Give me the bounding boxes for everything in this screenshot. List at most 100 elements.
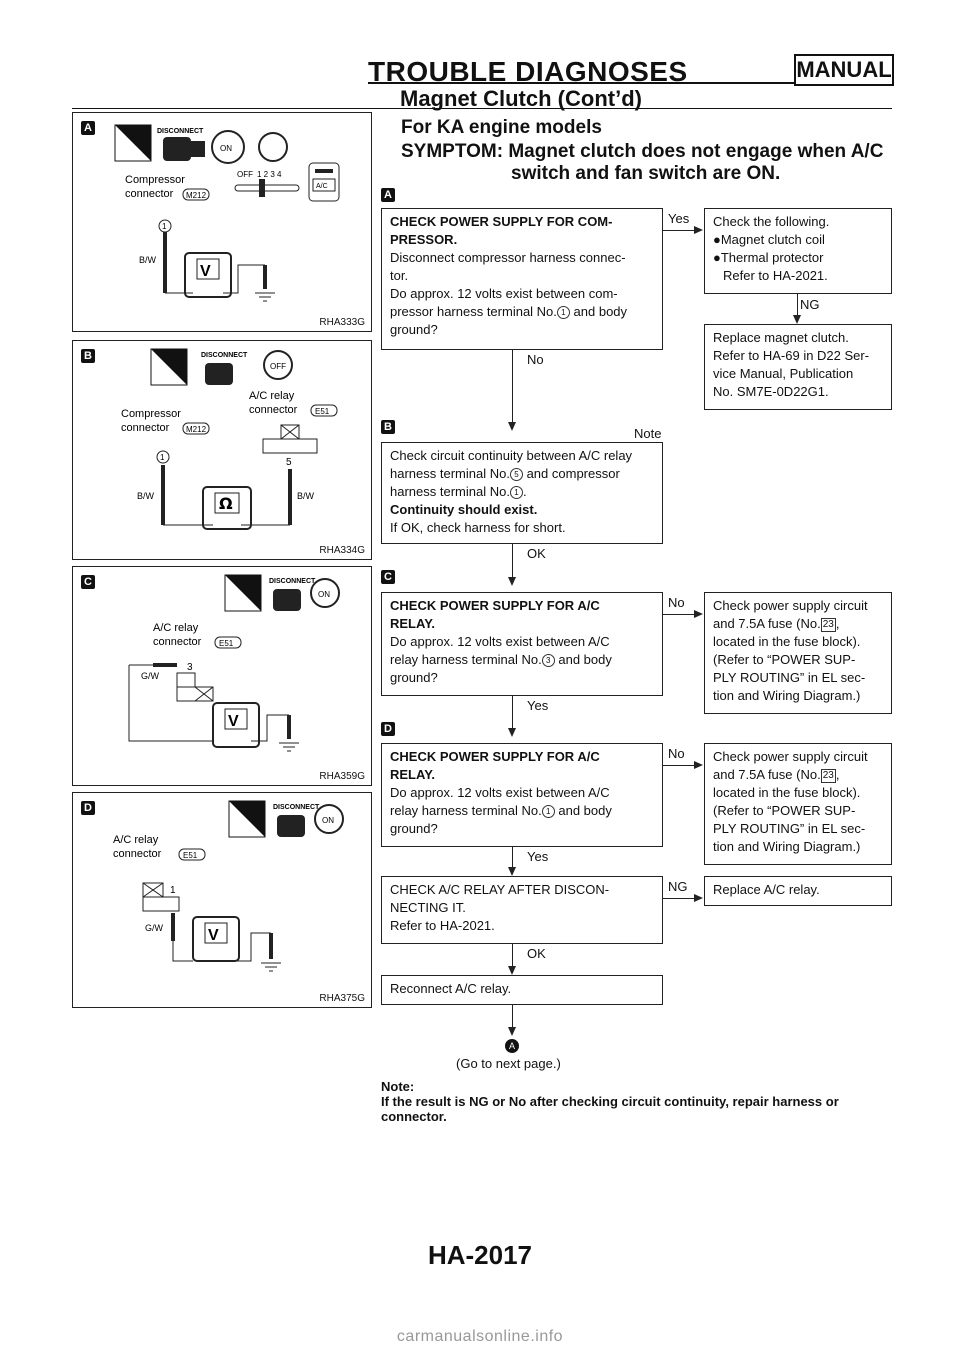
ignition-on-label: ON [318,590,330,599]
arrow-down-icon [508,966,516,975]
marker-d-icon: D [81,801,95,815]
connector-line [512,1005,513,1029]
fuse-number-icon: 23 [820,768,836,783]
connector-line [512,847,513,869]
check-fuse-box-1: Check power supply circuit and 7.5A fuse… [704,743,892,865]
arrow-right-icon [694,226,703,234]
terminal-icon: 1 [509,486,523,500]
ts-label: T.S. [243,825,259,835]
note-block: Note: If the result is NG or No after ch… [381,1079,901,1124]
arrow-down-icon [508,867,516,876]
connector-label: connector [125,188,174,200]
terminal-icon: 5 [509,468,523,482]
pin-number: 1 [160,453,165,462]
diagram-panel-b: B T.S. DISCONNECT OFF A/C relay connecto… [72,340,372,560]
ng-label: NG [800,297,820,312]
figure-code: RHA334G [319,545,365,556]
manual-badge: MANUAL [794,54,894,86]
yes-label: Yes [668,211,690,226]
wire-color-left: B/W [137,491,155,501]
replace-clutch-box: Replace magnet clutch. Refer to HA-69 in… [704,324,892,410]
wire-color: G/W [145,923,164,933]
note-text: If the result is NG or No after checking… [381,1094,839,1124]
replace-relay-box: Replace A/C relay. [704,876,892,906]
ignition-on-label: ON [220,144,232,153]
yes-label: Yes [527,698,549,713]
goto-next-page: (Go to next page.) [456,1056,561,1071]
symptom-line-2: switch and fan switch are ON. [511,163,781,184]
page-number: HA-2017 [427,1240,533,1270]
relay-connector-label: connector [113,848,162,860]
connector-line [512,944,513,968]
symptom-line-1: SYMPTOM: Magnet clutch does not engage w… [401,141,884,162]
relay-pin-number: 5 [286,457,292,468]
relay-connector-label: connector [249,404,298,416]
ok-label: OK [527,546,546,561]
terminal-icon: 1 [541,805,555,819]
ts-label: T.S. [165,373,181,383]
reconnect-relay-box: Reconnect A/C relay. [381,975,663,1005]
diagram-panel-a: A T.S. DISCONNECT ON Compressor connecto… [72,112,372,332]
symptom-text: SYMPTOM: Magnet clutch does not engage w… [401,141,901,185]
check-compressor-power-box: CHECK POWER SUPPLY FOR COM- PRESSOR. Dis… [381,208,663,350]
marker-b-icon: B [81,349,95,363]
no-label: No [527,352,544,367]
figure-code: RHA333G [319,317,365,328]
pin-number: 1 [162,222,167,231]
connector-line [512,350,513,424]
arrow-down-icon [508,422,516,431]
figure-code: RHA375G [319,993,365,1004]
arrow-down-icon [508,577,516,586]
voltmeter-symbol: V [228,713,239,730]
relay-connector-id: E51 [219,639,234,648]
fan-switch-positions: 1 2 3 4 [257,170,282,179]
continuity-diagram: T.S. DISCONNECT OFF A/C relay connector … [121,348,338,530]
wire-color: B/W [139,255,157,265]
diagram-panel-c: C T.S. DISCONNECT ON A/C relay connector… [72,566,372,786]
ts-label: T.S. [239,599,255,609]
relay-connector-label: connector [153,636,202,648]
voltmeter-symbol: V [200,263,211,280]
flow-marker-d-icon: D [381,722,395,736]
disconnect-label: DISCONNECT [201,352,248,359]
connector-line [663,230,696,231]
connector-line [663,614,696,615]
arrow-right-icon [694,610,703,618]
diagram-panel-d: D T.S. DISCONNECT ON A/C relay connector… [72,792,372,1008]
relay-pin-number: 1 [170,885,176,896]
ignition-on-label: ON [322,816,334,825]
ohmmeter-symbol: Ω [219,494,233,513]
marker-c-icon: C [81,575,95,589]
relay-voltage-diagram-1: T.S. DISCONNECT ON A/C relay connector E… [113,800,344,972]
ac-switch-label: A/C [316,183,328,190]
check-relay-power-box-1: CHECK POWER SUPPLY FOR A/C RELAY. Do app… [381,743,663,847]
relay-label: A/C relay [153,622,199,634]
ng-label: NG [668,879,688,894]
disconnect-label: DISCONNECT [273,804,320,811]
procedure-title: For KA engine models [401,117,602,138]
connector-id: M212 [186,191,207,200]
flow-marker-c-icon: C [381,570,395,584]
note-label: Note [634,426,662,441]
wire-color: G/W [141,671,160,681]
compressor-label: Compressor [121,408,181,420]
check-continuity-box: Check circuit continuity between A/C rel… [381,442,663,544]
relay-connector-id: E51 [183,851,198,860]
voltmeter-symbol: V [208,927,219,944]
goto-marker: A [505,1039,519,1053]
check-clutch-box: Check the following. ●Magnet clutch coil… [704,208,892,294]
connector-label: connector [121,422,170,434]
ts-label: T.S. [129,149,145,159]
flow-marker-a-icon: A [381,188,395,202]
connector-line [512,544,513,578]
connector-id: M212 [186,425,207,434]
no-label: No [668,595,685,610]
terminal-icon: 3 [541,654,555,668]
compressor-label: Compressor [125,174,185,186]
connector-line [797,294,798,316]
connector-line [512,696,513,730]
ignition-off-label: OFF [270,362,286,371]
relay-voltage-diagram-3: T.S. DISCONNECT ON A/C relay connector E… [128,574,340,752]
connector-line [663,898,696,899]
check-fuse-box-3: Check power supply circuit and 7.5A fuse… [704,592,892,714]
